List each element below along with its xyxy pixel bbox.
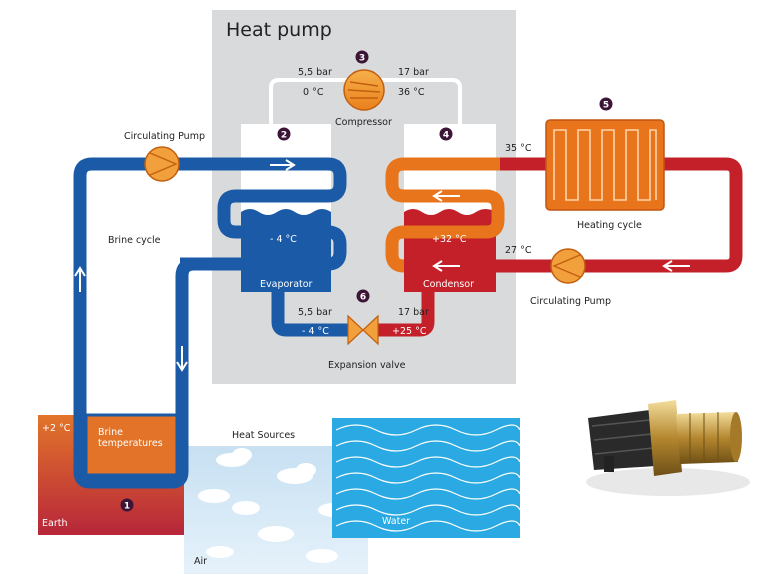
arrow-left-icon <box>662 260 690 272</box>
circulating-pump-left-label: Circulating Pump <box>124 131 205 142</box>
air-label: Air <box>194 556 207 567</box>
circulating-pump-right-icon <box>550 248 586 284</box>
marker-5: 5 <box>599 97 613 111</box>
brine-cold-temp: -1 °C <box>193 423 217 434</box>
arrow-left-icon <box>432 260 460 272</box>
pressure-sensor-image <box>586 400 750 496</box>
evaporator-coil <box>180 157 347 271</box>
arrow-down-icon <box>176 346 188 372</box>
condensor-label: Condensor <box>423 279 474 290</box>
marker-1: 1 <box>120 498 134 512</box>
svg-text:6: 6 <box>360 293 366 303</box>
valve-high-temp: +25 °C <box>392 326 427 337</box>
condensor-temp: +32 °C <box>432 234 467 245</box>
svg-text:1: 1 <box>124 502 130 512</box>
arrow-up-icon <box>74 266 86 292</box>
arrow-left-icon <box>432 190 460 202</box>
svg-text:3: 3 <box>359 54 365 64</box>
evaporator-label: Evaporator <box>260 279 313 290</box>
condensor-label-bar <box>404 276 496 291</box>
marker-4: 4 <box>439 127 453 141</box>
compressor-in-pressure: 5,5 bar <box>298 67 332 78</box>
marker-3: 3 <box>355 50 369 64</box>
compressor-out-pressure: 17 bar <box>398 67 429 78</box>
valve-high-pressure: 17 bar <box>398 307 429 318</box>
marker-2: 2 <box>277 127 291 141</box>
svg-text:2: 2 <box>281 131 287 141</box>
water-label: Water <box>382 516 410 527</box>
heating-supply-temp: 35 °C <box>505 143 532 154</box>
brine-temperatures-label: Brine <box>98 427 123 438</box>
brine-warm-temp: +2 °C <box>42 423 71 434</box>
pump-right-triangle <box>552 254 581 278</box>
brine-loop-bottom <box>73 380 189 489</box>
circulating-pump-left-icon <box>144 146 180 182</box>
compressor-blades <box>347 81 381 99</box>
water-waves <box>335 424 521 532</box>
evaporator-label-bar <box>241 276 331 291</box>
heat-pump-title: Heat pump <box>226 19 332 41</box>
compressor-label: Compressor <box>335 117 392 128</box>
heat-sources-label: Heat Sources <box>232 430 295 441</box>
svg-text:4: 4 <box>443 131 449 141</box>
heating-cycle-label: Heating cycle <box>577 220 642 231</box>
heating-loop <box>404 157 743 273</box>
arrow-right-icon <box>270 159 296 171</box>
condensor-coil <box>385 157 505 273</box>
heating-coil-radiator <box>545 119 665 211</box>
compressor-in-temp: 0 °C <box>303 87 324 98</box>
brine-cycle-label: Brine cycle <box>108 235 161 246</box>
earth-label: Earth <box>42 518 67 529</box>
compressor-out-temp: 36 °C <box>398 87 425 98</box>
valve-low-temp: - 4 °C <box>302 326 329 337</box>
brine-temperatures-label-2: temperatures <box>98 438 163 449</box>
expansion-valve-label: Expansion valve <box>328 360 406 371</box>
brine-temperature-box <box>84 413 180 477</box>
expansion-valve-icon <box>347 314 379 346</box>
marker-6: 6 <box>356 289 370 303</box>
evaporator-temp: - 4 °C <box>270 234 297 245</box>
pump-left-triangle <box>149 152 178 176</box>
water-box <box>332 418 520 538</box>
compressor-icon <box>343 69 385 111</box>
expansion-line-high <box>374 292 435 337</box>
radiator-serpentine <box>553 129 657 201</box>
heating-return-temp: 27 °C <box>505 245 532 256</box>
valve-low-pressure: 5,5 bar <box>298 307 332 318</box>
expansion-line-low <box>271 292 352 337</box>
circulating-pump-right-label: Circulating Pump <box>530 296 611 307</box>
svg-text:5: 5 <box>603 101 609 111</box>
